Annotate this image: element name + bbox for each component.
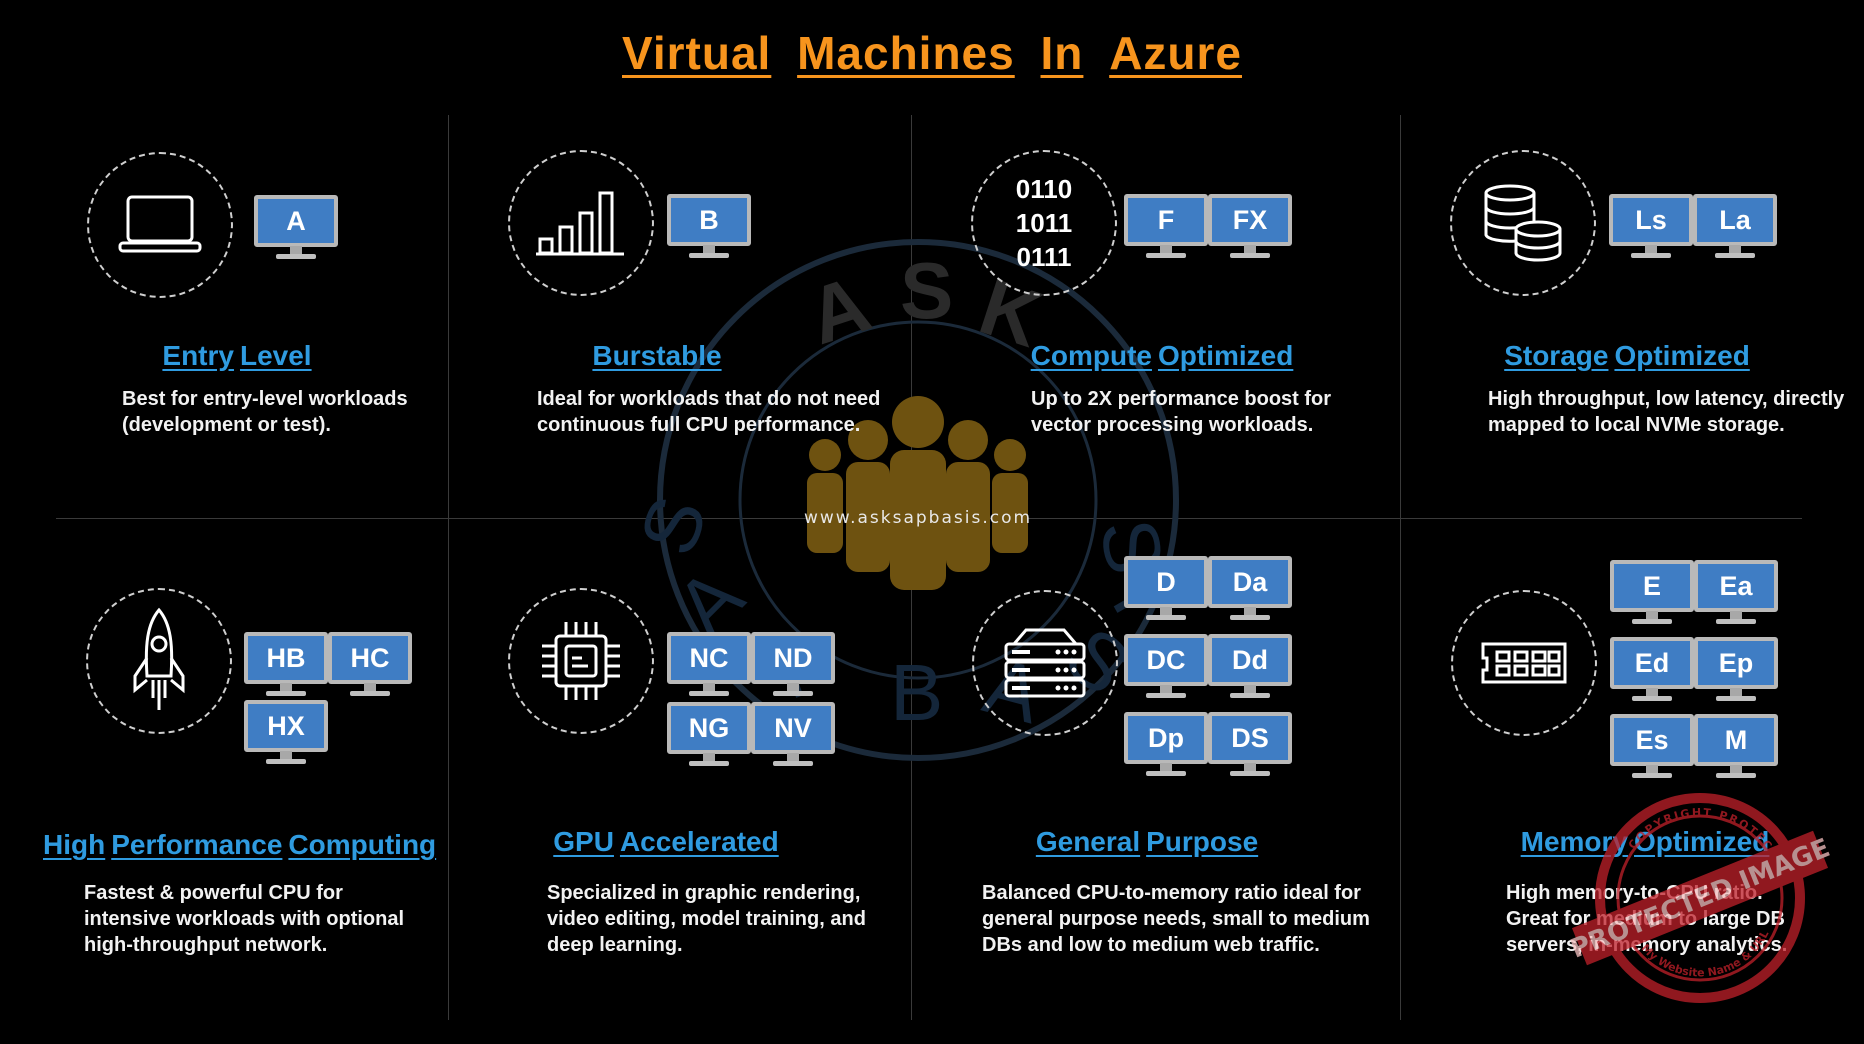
rocket-icon bbox=[133, 607, 185, 710]
watermark-letter: A bbox=[798, 259, 880, 361]
storage-optimized-description: High throughput, low latency, directly m… bbox=[1488, 388, 1845, 436]
gpu-icon-circle bbox=[508, 588, 654, 734]
storage-optimized-icon-circle bbox=[1450, 150, 1596, 296]
vm-series-NC: NC bbox=[667, 632, 751, 698]
title-word: Machines bbox=[797, 27, 1015, 79]
entry-level-description: Best for entry-level workloads (developm… bbox=[122, 388, 408, 436]
laptop-icon bbox=[118, 195, 202, 253]
page-title: Virtual Machines In Azure bbox=[0, 26, 1864, 80]
database-icon bbox=[1484, 184, 1562, 262]
vm-series-Es: Es bbox=[1610, 714, 1694, 780]
vm-series-FX: FX bbox=[1208, 194, 1292, 260]
title-word: Azure bbox=[1109, 27, 1242, 79]
memory-optimized-description: High memory-to-CPU ratio. Great for medi… bbox=[1506, 882, 1788, 956]
divider-v1 bbox=[448, 115, 449, 1020]
vm-series-F: F bbox=[1124, 194, 1208, 260]
general-purpose-description: Balanced CPU-to-memory ratio ideal for g… bbox=[982, 882, 1370, 956]
chip-icon bbox=[542, 622, 620, 700]
compute-optimized-description: Up to 2X performance boost for vector pr… bbox=[1031, 388, 1332, 436]
vm-series-Dd: Dd bbox=[1208, 634, 1292, 700]
burstable-heading[interactable]: Burstable bbox=[592, 340, 722, 371]
vm-series-Ed: Ed bbox=[1610, 637, 1694, 703]
watermark-letter: S bbox=[622, 485, 724, 566]
divider-v3 bbox=[1400, 115, 1401, 1020]
vm-series-B: B bbox=[667, 194, 751, 260]
vm-series-La: La bbox=[1693, 194, 1777, 260]
compute-optimized-icon-circle: 0110 1011 0111 bbox=[971, 150, 1117, 296]
hpc-description: Fastest & powerful CPU for intensive wor… bbox=[84, 882, 405, 956]
binary-icon: 0110 1011 0111 bbox=[1015, 174, 1073, 272]
entry-level-icon-circle bbox=[87, 152, 233, 298]
burstable-description: Ideal for workloads that do not need con… bbox=[537, 388, 881, 436]
vm-series-D: D bbox=[1124, 556, 1208, 622]
bar-chart-icon bbox=[536, 191, 624, 256]
memory-icon bbox=[1481, 642, 1567, 684]
hpc-icon-circle bbox=[86, 588, 232, 734]
watermark-letter: B bbox=[890, 648, 943, 737]
memory-optimized-icon-circle bbox=[1451, 590, 1597, 736]
vm-series-Da: Da bbox=[1208, 556, 1292, 622]
gpu-description: Specialized in graphic rendering, video … bbox=[547, 882, 866, 956]
watermark-letter: S bbox=[900, 246, 953, 335]
vm-series-DS: DS bbox=[1208, 712, 1292, 778]
vm-series-NG: NG bbox=[667, 702, 751, 768]
general-purpose-icon-circle bbox=[972, 590, 1118, 736]
vm-series-NV: NV bbox=[751, 702, 835, 768]
divider-v2 bbox=[911, 115, 912, 1020]
vm-series-DC: DC bbox=[1124, 634, 1208, 700]
vm-series-A: A bbox=[254, 195, 338, 261]
vm-series-M: M bbox=[1694, 714, 1778, 780]
vm-series-Ep: Ep bbox=[1694, 637, 1778, 703]
vm-series-Ls: Ls bbox=[1609, 194, 1693, 260]
vm-series-HX: HX bbox=[244, 700, 328, 766]
vm-series-ND: ND bbox=[751, 632, 835, 698]
vm-series-E: E bbox=[1610, 560, 1694, 626]
divider-h bbox=[56, 518, 1802, 519]
vm-series-HB: HB bbox=[244, 632, 328, 698]
vm-series-Dp: Dp bbox=[1124, 712, 1208, 778]
title-word: Virtual bbox=[622, 27, 772, 79]
server-icon bbox=[1004, 628, 1086, 698]
vm-series-HC: HC bbox=[328, 632, 412, 698]
vm-series-Ea: Ea bbox=[1694, 560, 1778, 626]
title-word: In bbox=[1040, 27, 1084, 79]
burstable-icon-circle bbox=[508, 150, 654, 296]
